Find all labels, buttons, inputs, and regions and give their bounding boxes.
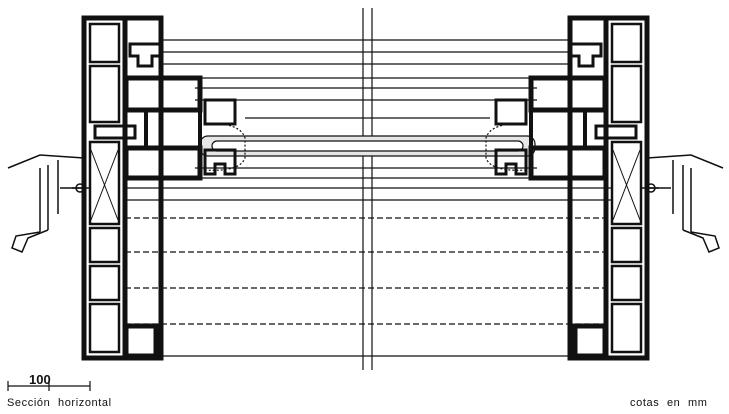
scale-bar-value: 100 bbox=[29, 372, 51, 387]
center-break bbox=[362, 8, 373, 370]
glazing-bar bbox=[199, 135, 536, 157]
left-handle bbox=[7, 154, 90, 253]
units-note: cotas en mm bbox=[630, 397, 708, 409]
sightlines bbox=[125, 39, 612, 357]
right-handle bbox=[641, 154, 724, 253]
drawing-caption: Sección horizontal bbox=[7, 397, 112, 409]
scale-bar bbox=[7, 381, 91, 391]
